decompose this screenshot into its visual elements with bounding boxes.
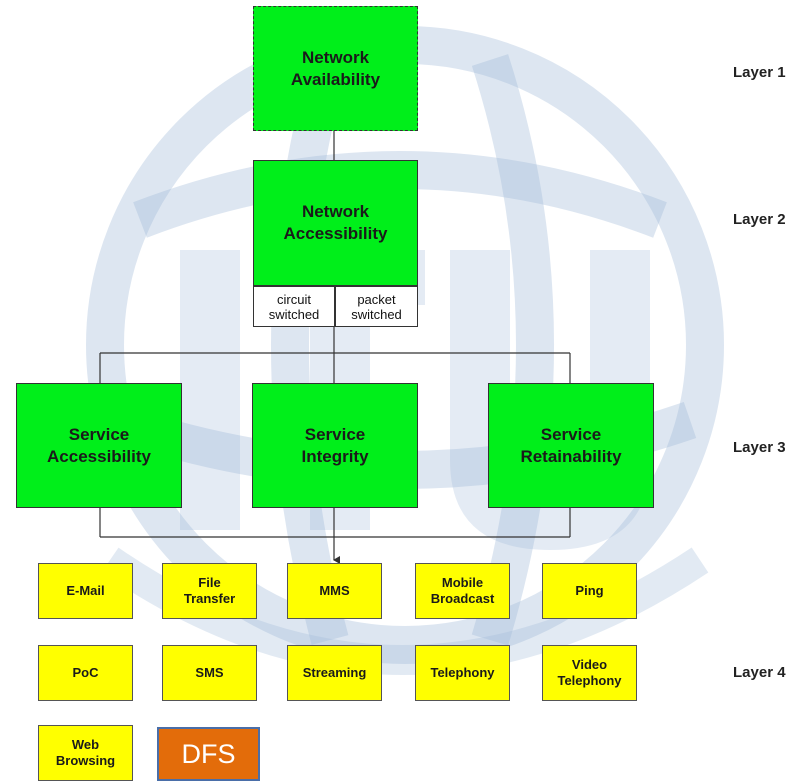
layer-2-label: Layer 2 bbox=[733, 211, 786, 228]
app-mms-box: MMS bbox=[287, 563, 382, 619]
layer-1-label: Layer 1 bbox=[733, 64, 786, 81]
service-retainability-box: Service Retainability bbox=[488, 383, 654, 508]
app-sms-box: SMS bbox=[162, 645, 257, 701]
app-streaming-box: Streaming bbox=[287, 645, 382, 701]
network-accessibility-box: Network Accessibility bbox=[253, 160, 418, 286]
circuit-switched-box: circuit switched bbox=[253, 286, 335, 327]
service-accessibility-box: Service Accessibility bbox=[16, 383, 182, 508]
app-dfs-box: DFS bbox=[157, 727, 260, 781]
app-poc-box: PoC bbox=[38, 645, 133, 701]
app-file-transfer-box: File Transfer bbox=[162, 563, 257, 619]
app-web-browsing-box: Web Browsing bbox=[38, 725, 133, 781]
app-email-box: E-Mail bbox=[38, 563, 133, 619]
layer-4-label: Layer 4 bbox=[733, 664, 786, 681]
app-telephony-box: Telephony bbox=[415, 645, 510, 701]
service-integrity-box: Service Integrity bbox=[252, 383, 418, 508]
app-ping-box: Ping bbox=[542, 563, 637, 619]
packet-switched-box: packet switched bbox=[335, 286, 418, 327]
app-mobile-broadcast-box: Mobile Broadcast bbox=[415, 563, 510, 619]
network-availability-box: Network Availability bbox=[253, 6, 418, 131]
layer-3-label: Layer 3 bbox=[733, 439, 786, 456]
app-video-telephony-box: Video Telephony bbox=[542, 645, 637, 701]
